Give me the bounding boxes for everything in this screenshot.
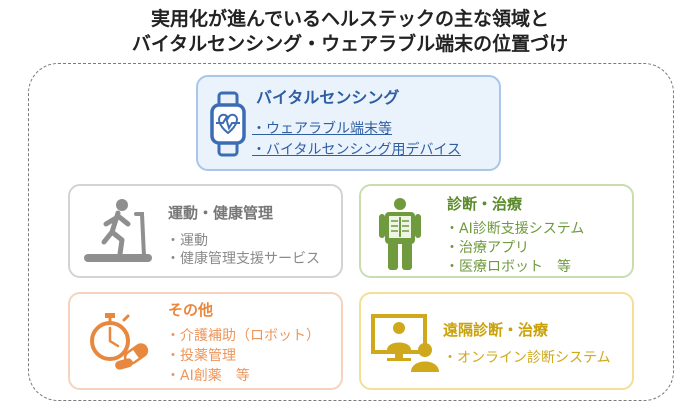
other-item-2: ・投薬管理 xyxy=(166,348,236,364)
treadmill-runner-icon xyxy=(84,199,152,262)
vital-item-1: ・ウェアラブル端末等 xyxy=(252,121,392,137)
diagnosis-item-3: ・医療ロボット 等 xyxy=(445,259,571,275)
diagnosis-item-2: ・治療アプリ xyxy=(445,240,529,256)
diagram-title-line1: 実用化が進んでいるヘルステックの主な領域と xyxy=(150,8,550,30)
exercise-health-box: 運動・健康管理 ・運動 ・健康管理支援サービス xyxy=(68,184,343,278)
other-item-1: ・介護補助（ロボット） xyxy=(166,328,320,344)
remote-diagnosis-box: 遠隔診断・治療 ・オンライン診断システム xyxy=(359,292,634,390)
diagnosis-treatment-box: 診断・治療 ・AI診断支援システム ・治療アプリ ・医療ロボット 等 xyxy=(359,184,634,278)
diagnosis-treatment-heading: 診断・治療 xyxy=(447,195,523,213)
monitor-doctor-icon xyxy=(371,314,439,372)
exercise-health-heading: 運動・健康管理 xyxy=(168,204,274,222)
healthtech-domain-boundary xyxy=(28,63,674,401)
exercise-item-2: ・健康管理支援サービス xyxy=(166,251,320,267)
vital-sensing-box: バイタルセンシング ・ウェアラブル端末等 ・バイタルセンシング用デバイス xyxy=(196,75,501,171)
xray-person-icon xyxy=(379,198,421,270)
diagram-title-line2: バイタルセンシング・ウェアラブル端末の位置づけ xyxy=(131,33,569,55)
vital-item-2: ・バイタルセンシング用デバイス xyxy=(252,142,462,158)
other-heading: その他 xyxy=(168,301,214,319)
other-item-3: ・AI創薬 等 xyxy=(166,368,250,384)
vital-sensing-heading: バイタルセンシング xyxy=(256,88,400,107)
exercise-item-1: ・運動 xyxy=(166,233,208,249)
remote-item-1: ・オンライン診断システム xyxy=(443,350,611,366)
diagnosis-item-1: ・AI診断支援システム xyxy=(445,221,585,237)
remote-diagnosis-heading: 遠隔診断・治療 xyxy=(443,321,549,339)
smartwatch-heartbeat-icon xyxy=(210,91,246,157)
other-box: その他 ・介護補助（ロボット） ・投薬管理 ・AI創薬 等 xyxy=(68,292,343,390)
stopwatch-pills-icon xyxy=(90,313,149,370)
